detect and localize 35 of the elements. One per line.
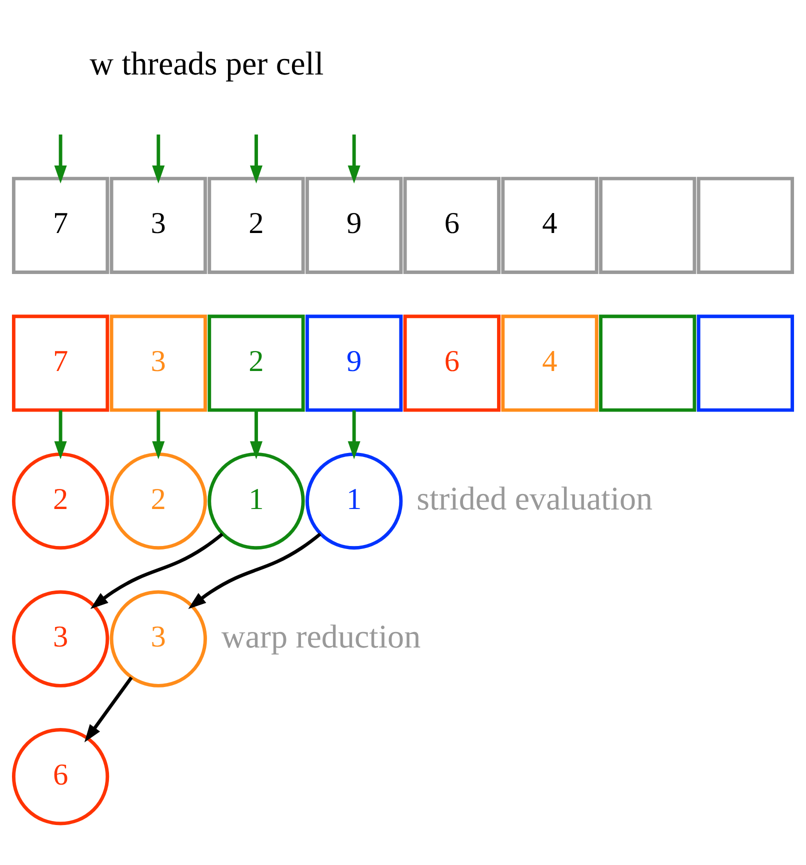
node-box: 9 (306, 314, 403, 412)
node-box (696, 176, 794, 274)
node-box (696, 314, 794, 412)
arrow (348, 134, 360, 183)
node-box: 9 (306, 176, 403, 274)
node-circle: 1 (208, 452, 305, 550)
node-circle: 2 (110, 452, 207, 550)
node-box (599, 314, 696, 412)
node-box: 6 (403, 176, 500, 274)
label: w threads per cell (90, 46, 324, 82)
node-box (599, 176, 696, 274)
node-box: 2 (208, 314, 305, 412)
arrow (188, 532, 322, 608)
arrow (84, 676, 133, 742)
node-circle: 1 (306, 452, 403, 550)
arrow (250, 410, 263, 459)
node-box: 4 (501, 314, 598, 412)
arrow (348, 410, 360, 459)
node-box: 2 (208, 176, 305, 274)
arrow (152, 134, 165, 183)
node-circle: 2 (12, 452, 110, 550)
label: strided evaluation (416, 481, 653, 518)
node-box: 7 (12, 314, 110, 412)
node-circle: 6 (12, 728, 110, 825)
node-box: 3 (110, 314, 207, 412)
label: warp reduction (221, 618, 421, 655)
arrow (54, 410, 67, 459)
arrow (152, 410, 165, 459)
node-box: 6 (403, 314, 500, 412)
arrow (250, 134, 263, 183)
node-box: 7 (12, 176, 110, 274)
arrow (54, 134, 67, 183)
arrow (90, 532, 224, 608)
node-box: 3 (110, 176, 207, 274)
node-box: 4 (501, 176, 598, 274)
